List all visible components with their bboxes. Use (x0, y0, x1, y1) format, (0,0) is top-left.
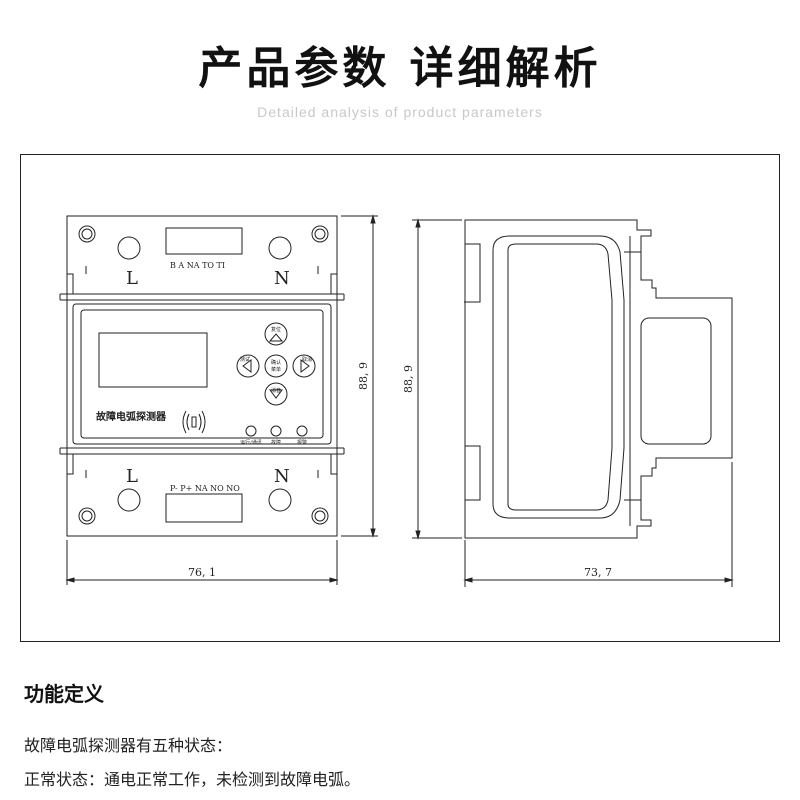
wireless-icon (182, 410, 206, 434)
indicator-alarm-icon (296, 425, 308, 437)
page-title: 产品参数 详细解析 (198, 43, 602, 94)
terminal-label-n-bottom: N (274, 466, 290, 487)
terminal-label-n-top: N (274, 268, 290, 289)
top-port-block (165, 227, 243, 255)
front-panel (80, 309, 324, 439)
screw-icon (311, 225, 329, 243)
terminal-l-bottom (117, 488, 141, 512)
section-line: 正常状态：通电正常工作，未检测到故障电弧。 (24, 770, 361, 789)
button-label-center: 确认 (271, 359, 281, 366)
indicator-label-run: 运行/通讯 (240, 439, 262, 446)
screw-icon (78, 507, 96, 525)
front-height-dimension: 88, 9 (357, 362, 370, 390)
button-label-left: 测试 (240, 356, 250, 363)
terminal-label-l-top: L (126, 268, 138, 289)
button-label-up: 复位 (271, 326, 281, 333)
lcd-screen (98, 332, 208, 388)
left-button (236, 354, 260, 378)
bottom-terminal-block (66, 453, 338, 537)
device-name: 故障电弧探测器 (96, 410, 167, 423)
top-port-labels: B A NA TO TI (170, 261, 225, 270)
terminal-l-top (117, 236, 141, 260)
right-button (292, 354, 316, 378)
section-line: 故障电弧探测器有五种状态： (24, 736, 233, 755)
section-heading: 功能定义 (24, 682, 104, 706)
arrow-left-icon (242, 359, 252, 373)
terminal-n-top (268, 236, 292, 260)
screw-icon (311, 507, 329, 525)
indicator-fault-icon (270, 425, 282, 437)
side-view (412, 218, 734, 587)
button-label-center-sub: 菜单 (271, 366, 281, 373)
bottom-port-block (165, 493, 243, 523)
side-height-dimension: 88, 9 (402, 365, 415, 393)
arrow-down-icon (269, 389, 283, 399)
drawing-frame (20, 154, 780, 642)
center-button (264, 354, 288, 378)
up-button (264, 322, 288, 346)
button-label-right: 取消 (302, 356, 312, 363)
bottom-port-labels: P- P+ NA NO NO (170, 484, 240, 493)
indicator-run-icon (245, 425, 257, 437)
front-width-dimension: 76, 1 (188, 566, 216, 579)
arrow-right-icon (300, 359, 310, 373)
side-width-dimension: 73, 7 (584, 566, 612, 579)
screw-icon (78, 225, 96, 243)
down-button (264, 382, 288, 406)
indicator-label-fault: 故障 (271, 439, 281, 446)
terminal-label-l-bottom: L (126, 466, 138, 487)
front-view (59, 214, 378, 585)
arrow-up-icon (268, 333, 284, 342)
indicator-label-alarm: 报警 (297, 439, 307, 446)
button-label-down: 消音 (271, 387, 281, 394)
page-subtitle: Detailed analysis of product parameters (257, 104, 543, 120)
terminal-n-bottom (268, 488, 292, 512)
